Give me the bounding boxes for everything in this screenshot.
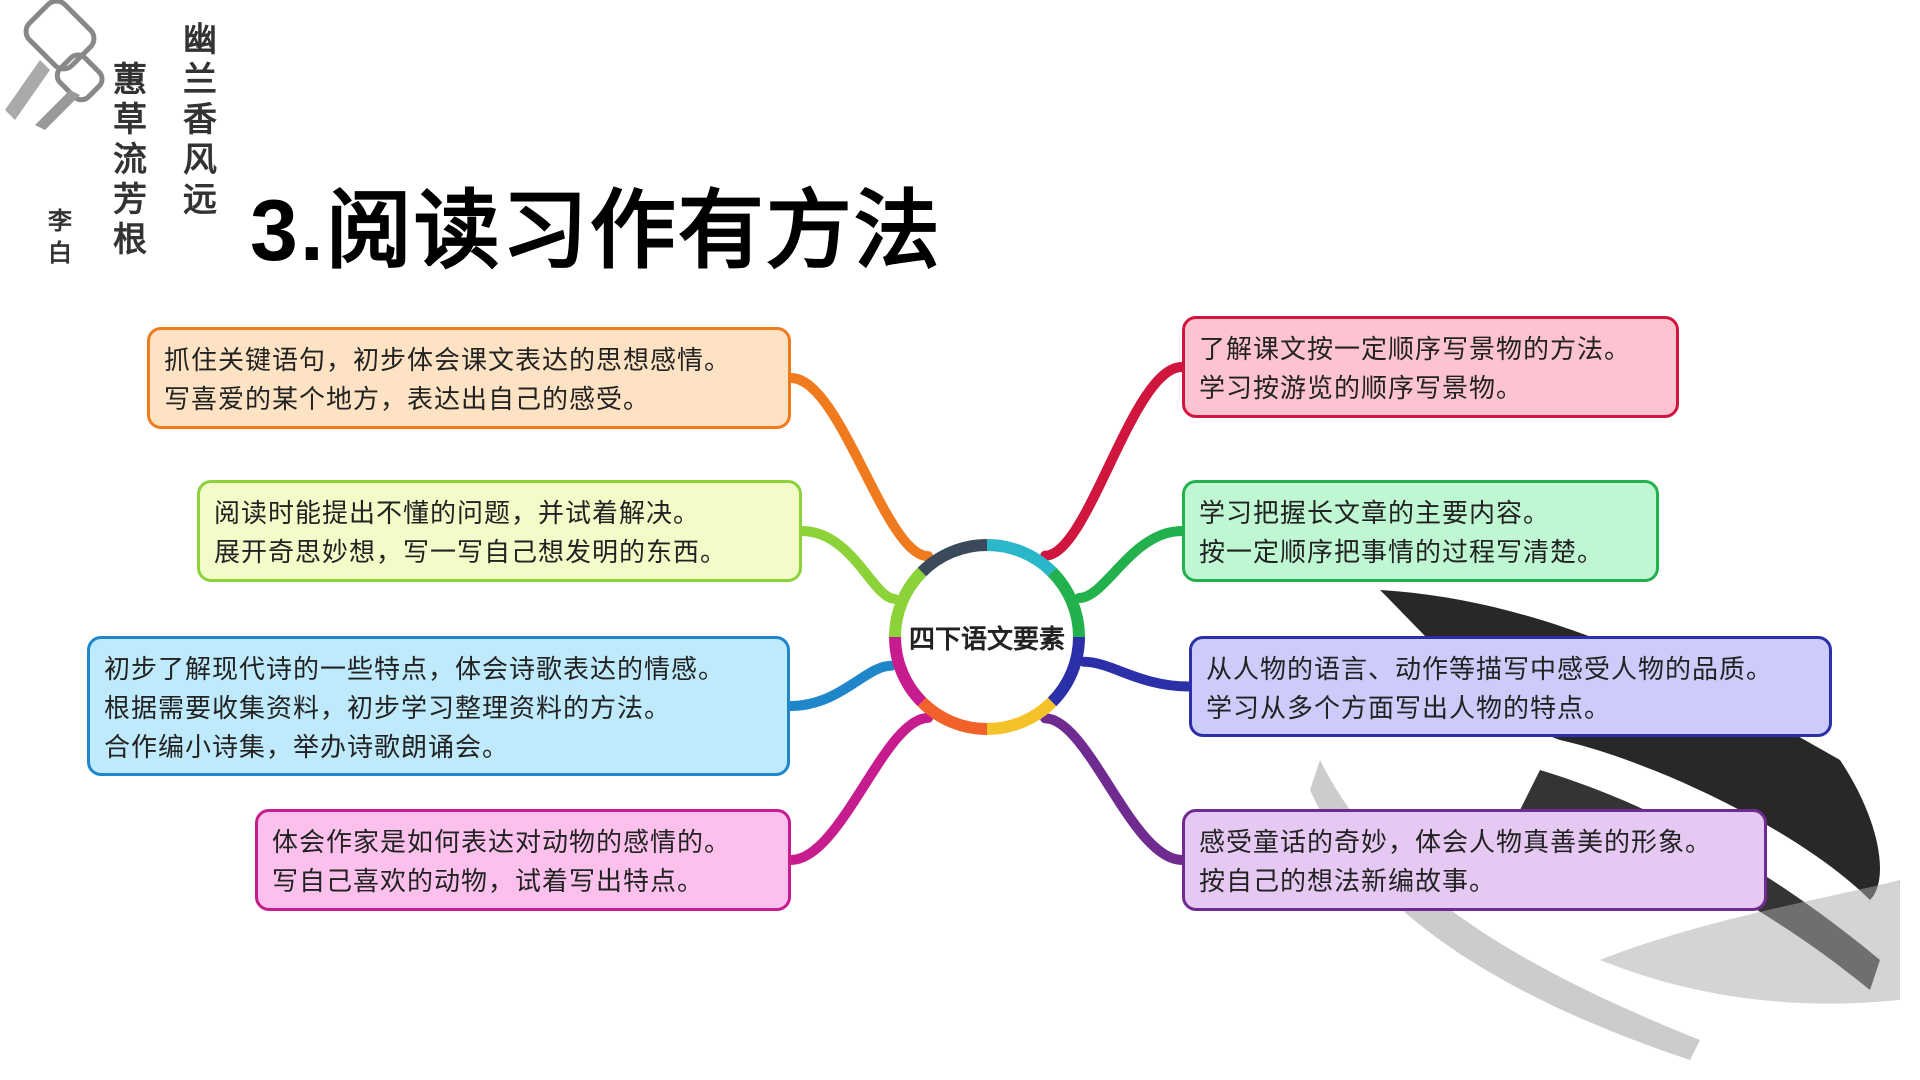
poem-author: 李白 xyxy=(48,206,72,267)
node-text-line: 学习把握长文章的主要内容。 xyxy=(1199,499,1551,529)
center-circle xyxy=(895,545,1079,729)
connector-right-2 xyxy=(1074,526,1187,604)
poem-column-2: 蕙草流芳根 xyxy=(113,60,147,260)
node-text-line: 按一定顺序把事情的过程写清楚。 xyxy=(1199,538,1605,568)
left-node-4: 体会作家是如何表达对动物的感情的。写自己喜欢的动物，试着写出特点。 xyxy=(255,809,791,911)
node-text-line: 抓住关键语句，初步体会课文表达的思想感情。 xyxy=(164,346,732,376)
center-label: 四下语文要素 xyxy=(908,624,1065,655)
node-text-line: 写自己喜欢的动物，试着写出特点。 xyxy=(272,867,705,897)
left-node-1: 抓住关键语句，初步体会课文表达的思想感情。写喜爱的某个地方，表达出自己的感受。 xyxy=(147,327,791,429)
ring-segment xyxy=(917,697,988,735)
right-node-4: 感受童话的奇妙，体会人物真善美的形象。按自己的想法新编故事。 xyxy=(1182,809,1767,911)
connector-left-3 xyxy=(785,660,897,711)
center-node: 四下语文要素 xyxy=(897,547,1077,727)
connector-right-4 xyxy=(1040,713,1187,865)
right-node-1: 了解课文按一定顺序写景物的方法。学习按游览的顺序写景物。 xyxy=(1182,316,1679,418)
connector-right-3 xyxy=(1078,656,1194,692)
page-title: 3.阅读习作有方法 xyxy=(250,183,942,279)
node-text-line: 合作编小诗集，举办诗歌朗诵会。 xyxy=(104,733,510,763)
connector-right-1 xyxy=(1040,362,1187,561)
ring-segment xyxy=(889,636,927,707)
node-text-line: 阅读时能提出不懂的问题，并试着解决。 xyxy=(214,499,701,529)
node-text-line: 根据需要收集资料，初步学习整理资料的方法。 xyxy=(104,694,672,724)
node-text-line: 展开奇思妙想，写一写自己想发明的东西。 xyxy=(214,538,728,568)
node-text-line: 按自己的想法新编故事。 xyxy=(1199,867,1497,897)
ring-segment xyxy=(1047,636,1085,707)
ring-segment xyxy=(917,539,988,577)
connector-left-4 xyxy=(786,712,934,865)
node-text-line: 感受童话的奇妙，体会人物真善美的形象。 xyxy=(1199,828,1713,858)
left-node-3: 初步了解现代诗的一些特点，体会诗歌表达的情感。根据需要收集资料，初步学习整理资料… xyxy=(87,636,790,776)
node-text-line: 写喜爱的某个地方，表达出自己的感受。 xyxy=(164,385,651,415)
node-text-line: 学习按游览的顺序写景物。 xyxy=(1199,374,1524,404)
connector-left-2 xyxy=(797,526,900,604)
poem-column-1: 幽兰香风远 xyxy=(183,20,217,220)
node-text-line: 初步了解现代诗的一些特点，体会诗歌表达的情感。 xyxy=(104,655,726,685)
right-node-3: 从人物的语言、动作等描写中感受人物的品质。学习从多个方面写出人物的特点。 xyxy=(1189,636,1832,737)
connector-left-1 xyxy=(786,373,934,562)
node-text-line: 学习从多个方面写出人物的特点。 xyxy=(1206,694,1612,724)
ring-segment xyxy=(986,697,1057,735)
node-text-line: 体会作家是如何表达对动物的感情的。 xyxy=(272,828,732,858)
node-text-line: 从人物的语言、动作等描写中感受人物的品质。 xyxy=(1206,655,1774,685)
left-node-2: 阅读时能提出不懂的问题，并试着解决。展开奇思妙想，写一写自己想发明的东西。 xyxy=(197,480,802,582)
ring-segment xyxy=(986,539,1057,577)
node-text-line: 了解课文按一定顺序写景物的方法。 xyxy=(1199,335,1632,365)
right-node-2: 学习把握长文章的主要内容。按一定顺序把事情的过程写清楚。 xyxy=(1182,480,1659,582)
ring-segment xyxy=(889,567,927,638)
ring-segment xyxy=(1047,567,1085,638)
